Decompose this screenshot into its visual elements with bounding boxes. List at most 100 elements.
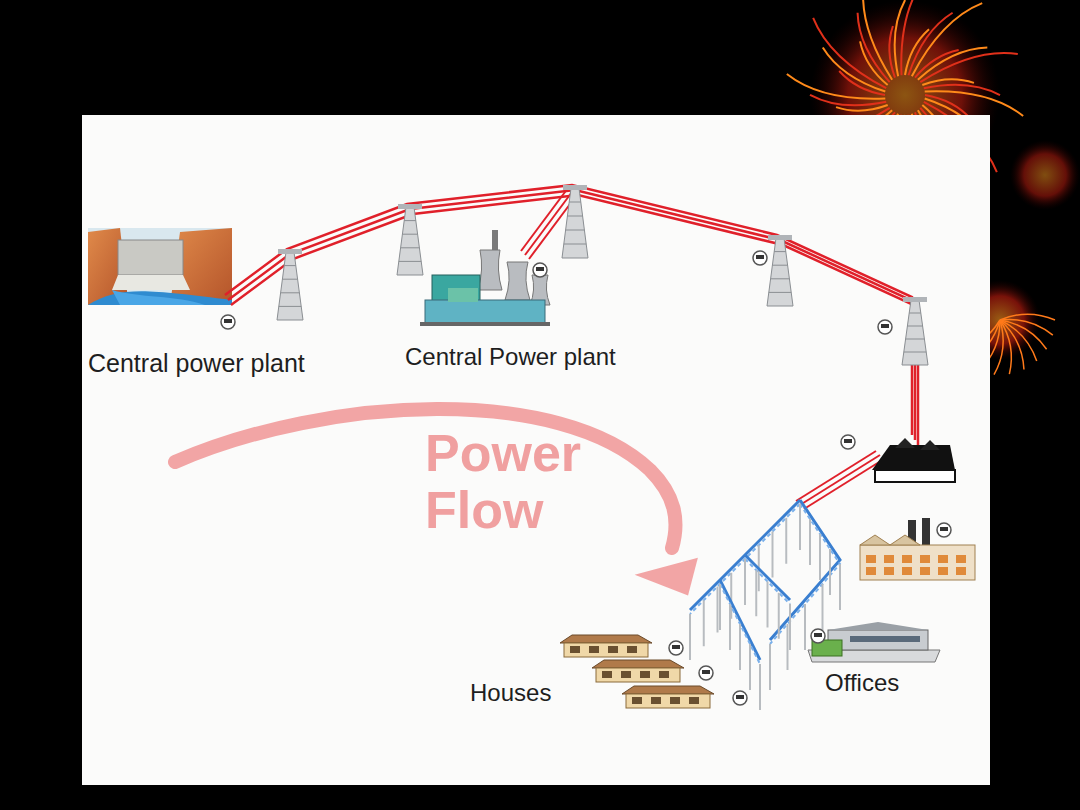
tower-brace <box>399 261 421 262</box>
house-window <box>651 697 661 704</box>
firework-ray <box>908 13 952 76</box>
factory-window <box>920 567 930 575</box>
utility-pole <box>804 604 806 650</box>
substation <box>872 438 955 482</box>
tower-brace <box>279 306 301 307</box>
hydro-dam <box>88 228 232 305</box>
house-window <box>570 646 580 653</box>
utility-pole <box>785 518 787 564</box>
tower-brace <box>909 313 921 314</box>
feeder-line <box>796 451 876 501</box>
utility-pole <box>789 604 791 650</box>
tower-arm <box>563 185 587 190</box>
factory <box>860 518 975 580</box>
house-window <box>689 697 699 704</box>
utility-pole <box>767 582 769 628</box>
tower-brace <box>567 216 582 217</box>
utility-pole <box>772 532 774 578</box>
meter-display <box>940 527 948 531</box>
meter-symbol <box>733 691 747 705</box>
house-window <box>602 671 612 678</box>
transmission-tower <box>277 252 303 320</box>
tower-brace <box>906 339 925 340</box>
distribution-network <box>690 500 840 710</box>
transmission-tower <box>902 300 928 365</box>
factory-window <box>938 555 948 563</box>
firework-ray <box>813 18 886 88</box>
tower-brace <box>771 278 790 279</box>
flow-heading: Power Flow <box>425 425 635 539</box>
utility-pole <box>729 604 731 650</box>
utility-pole <box>787 624 789 670</box>
meter-symbol <box>221 315 235 329</box>
utility-pole <box>744 559 746 605</box>
utility-pole <box>799 504 801 550</box>
firework-ray <box>925 91 1023 116</box>
utility-pole <box>703 600 705 646</box>
tower-arm <box>903 297 927 302</box>
utility-pole <box>778 593 780 639</box>
utility-pole <box>809 519 811 565</box>
house-window <box>659 671 669 678</box>
meter-symbol <box>753 251 767 265</box>
factory-window <box>902 567 912 575</box>
transmission-tower <box>562 188 588 258</box>
firework-ray <box>858 13 890 82</box>
house-window <box>632 697 642 704</box>
house-wall <box>626 694 710 708</box>
factory-window <box>920 555 930 563</box>
feeder-line <box>804 459 884 509</box>
utility-pole <box>755 570 757 616</box>
factory-window <box>938 567 948 575</box>
office-building <box>808 622 940 662</box>
tower-brace <box>569 202 581 203</box>
distribution-line <box>690 504 800 614</box>
central-power-plant <box>420 230 550 326</box>
meter-symbol <box>841 435 855 449</box>
meter-display <box>881 324 889 328</box>
factory-window <box>902 555 912 563</box>
component-label: Central Power plant <box>405 344 616 370</box>
house-wall <box>596 668 680 682</box>
utility-pole <box>759 664 761 710</box>
utility-pole <box>744 559 746 605</box>
tower-brace <box>281 292 300 293</box>
utility-pole <box>839 564 841 610</box>
utility-pole <box>839 564 841 610</box>
feeder-line <box>800 455 880 505</box>
electric-meters <box>221 251 951 705</box>
utility-pole <box>689 614 691 660</box>
power-flow-arrow <box>175 409 703 602</box>
component-label: Offices <box>825 670 899 696</box>
tower-brace <box>769 292 791 293</box>
tower-brace <box>907 326 922 327</box>
tower-arm <box>398 204 422 209</box>
meter-symbol <box>937 523 951 537</box>
utility-pole <box>819 534 821 580</box>
transmission-tower <box>397 207 423 275</box>
utility-pole <box>719 584 721 630</box>
factory-window <box>866 555 876 563</box>
meter-symbol <box>878 320 892 334</box>
component-label: Houses <box>470 680 551 706</box>
utility-pole <box>799 504 801 550</box>
meter-display <box>224 319 232 323</box>
meter-display <box>756 255 764 259</box>
meter-symbol <box>699 666 713 680</box>
meter-display <box>672 645 680 649</box>
factory-window <box>866 567 876 575</box>
house-roof <box>560 635 652 643</box>
tower-arm <box>768 235 792 240</box>
meter-display <box>536 267 544 271</box>
firework-ray <box>863 0 892 80</box>
utility-pole <box>717 587 719 633</box>
house-window <box>627 646 637 653</box>
factory-window <box>956 567 966 575</box>
house-window <box>608 646 618 653</box>
utility-pole <box>749 644 751 690</box>
house-roof <box>622 686 714 694</box>
tower-arm <box>278 249 302 254</box>
tower-brace <box>282 279 297 280</box>
tower-brace <box>284 265 296 266</box>
